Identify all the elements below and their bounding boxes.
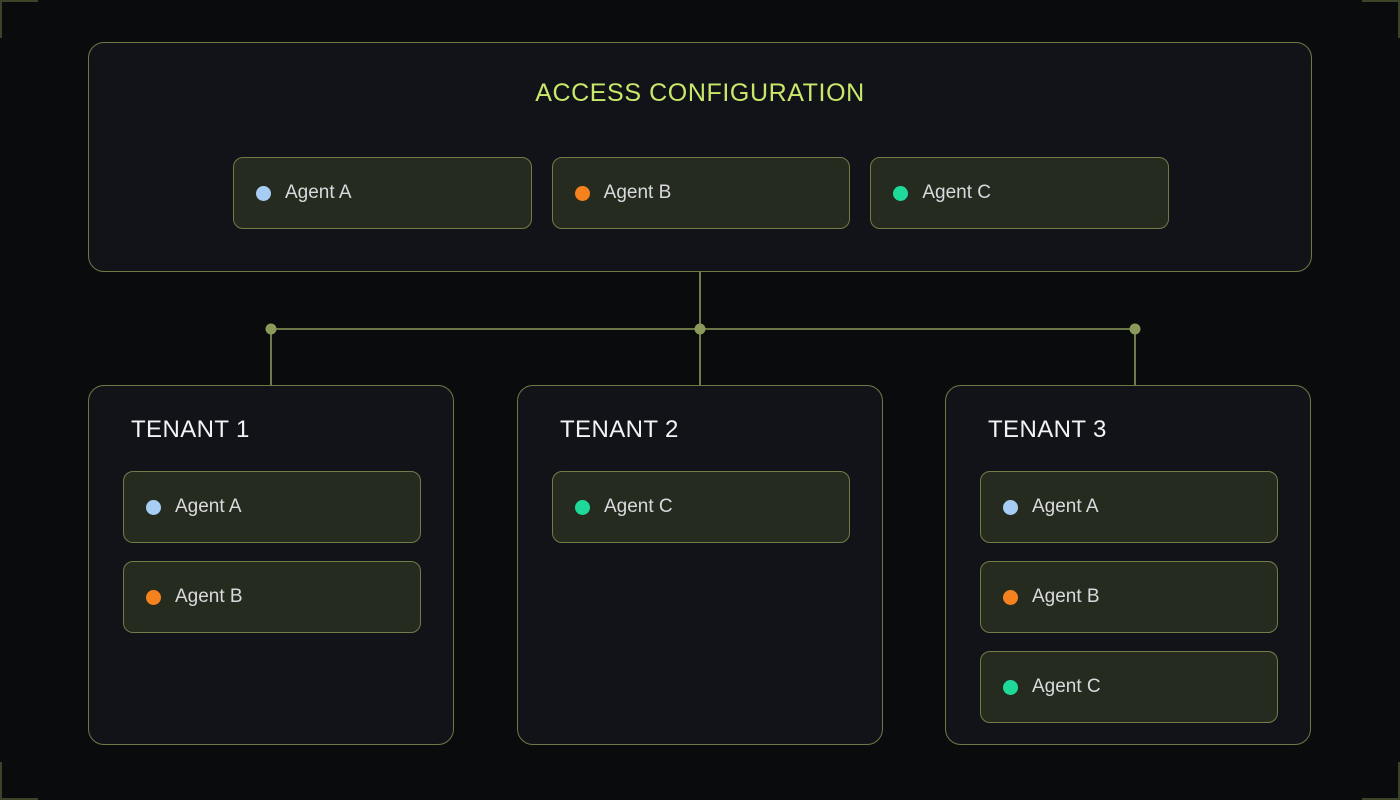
tenant-agent-label: Agent C (604, 496, 673, 517)
tenant-agent-list-1: Agent A Agent B (123, 471, 421, 651)
header-agent-chip-b[interactable]: Agent B (551, 157, 851, 229)
tenant-title-2: TENANT 2 (560, 416, 679, 443)
junction-node-tenant-3 (1129, 323, 1141, 335)
tenant-agent-chip[interactable]: Agent B (980, 561, 1278, 633)
tenant-agent-label: Agent C (1032, 676, 1101, 697)
header-agent-label-b: Agent B (603, 182, 672, 203)
junction-node-tenant-2 (694, 323, 706, 335)
tenant-title-1: TENANT 1 (131, 416, 250, 443)
agent-a-status-dot (256, 185, 271, 201)
tenant-agent-label: Agent A (175, 496, 242, 517)
tenant-agent-chip[interactable]: Agent A (123, 471, 421, 543)
tenant-agent-chip[interactable]: Agent A (980, 471, 1278, 543)
header-agent-label-c: Agent C (922, 182, 991, 203)
agent-b-status-dot (574, 185, 590, 201)
header-agent-list: Agent A Agent B Agent C (233, 157, 1170, 229)
tenant-agent-label: Agent A (1032, 496, 1099, 517)
tenant-panel-2[interactable]: TENANT 2 Agent C (517, 385, 883, 745)
tenant-agent-label: Agent B (175, 586, 243, 607)
access-configuration-panel[interactable]: ACCESS CONFIGURATION Agent A Agent B Age… (88, 42, 1312, 272)
agent-status-dot (1003, 679, 1018, 695)
agent-c-status-dot (893, 185, 909, 201)
agent-status-dot (575, 499, 590, 515)
agent-status-dot (1003, 589, 1018, 605)
header-agent-chip-c[interactable]: Agent C (870, 157, 1170, 229)
agent-status-dot (1003, 499, 1018, 515)
tenant-agent-chip[interactable]: Agent C (980, 651, 1278, 723)
corner-bracket-top-left (0, 0, 38, 38)
header-agent-label-a: Agent A (285, 182, 352, 203)
tenant-agent-chip[interactable]: Agent C (552, 471, 850, 543)
junction-node-tenant-1 (265, 323, 277, 335)
corner-bracket-bottom-left (0, 762, 38, 800)
tenant-agent-list-3: Agent A Agent B Agent C (980, 471, 1278, 741)
agent-status-dot (146, 589, 161, 605)
tenant-panel-3[interactable]: TENANT 3 Agent A Agent B Agent C (945, 385, 1311, 745)
header-agent-chip-a[interactable]: Agent A (233, 157, 532, 229)
page-title: ACCESS CONFIGURATION (535, 79, 865, 107)
corner-bracket-bottom-right (1362, 762, 1400, 800)
agent-status-dot (146, 499, 161, 515)
corner-bracket-top-right (1362, 0, 1400, 38)
tenant-agent-label: Agent B (1032, 586, 1100, 607)
tenant-agent-chip[interactable]: Agent B (123, 561, 421, 633)
tenant-agent-list-2: Agent C (552, 471, 850, 561)
tenant-title-3: TENANT 3 (988, 416, 1107, 443)
tenant-panel-1[interactable]: TENANT 1 Agent A Agent B (88, 385, 454, 745)
